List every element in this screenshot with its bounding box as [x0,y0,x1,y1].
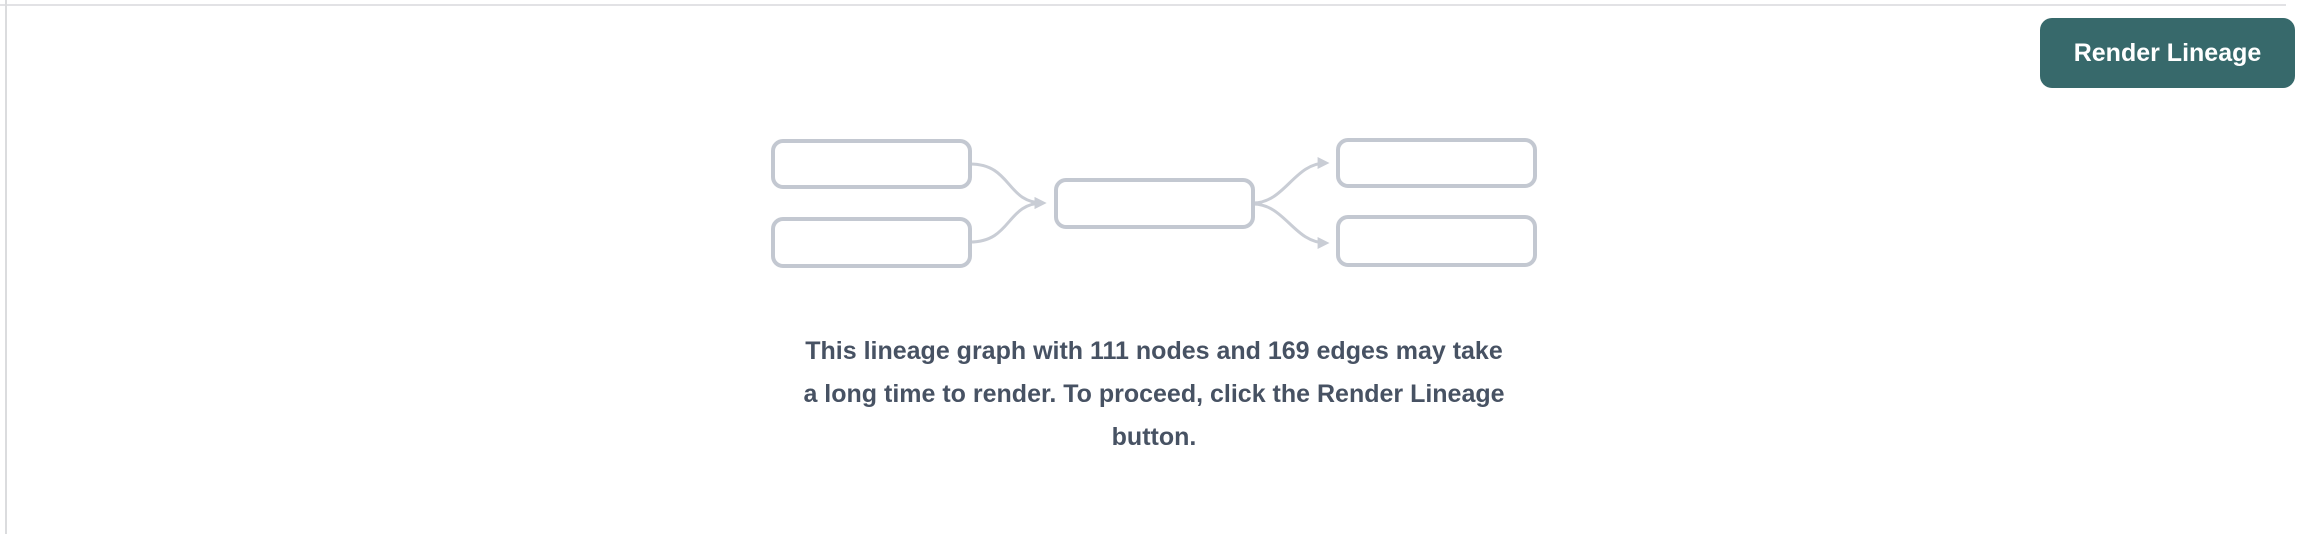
placeholder-edge [1252,157,1330,205]
lineage-warning-message: This lineage graph with 111 nodes and 16… [803,330,1504,459]
render-lineage-button[interactable]: Render Lineage [2040,18,2295,88]
panel-left-divider [5,0,7,534]
render-lineage-button-label: Render Lineage [2073,38,2262,67]
panel-top-divider [0,4,2286,6]
placeholder-edge [969,162,1047,209]
placeholder-node [1054,178,1255,229]
lineage-placeholder-illustration [771,138,1537,268]
message-line: This lineage graph with 111 nodes and 16… [805,337,1503,365]
placeholder-edge [1252,202,1330,249]
placeholder-node [771,139,972,189]
placeholder-node [771,217,972,268]
message-line: button. [1111,423,1197,451]
placeholder-node [1336,215,1537,267]
message-line: a long time to render. To proceed, click… [803,380,1505,408]
placeholder-edge [969,197,1047,244]
placeholder-node [1336,138,1537,188]
